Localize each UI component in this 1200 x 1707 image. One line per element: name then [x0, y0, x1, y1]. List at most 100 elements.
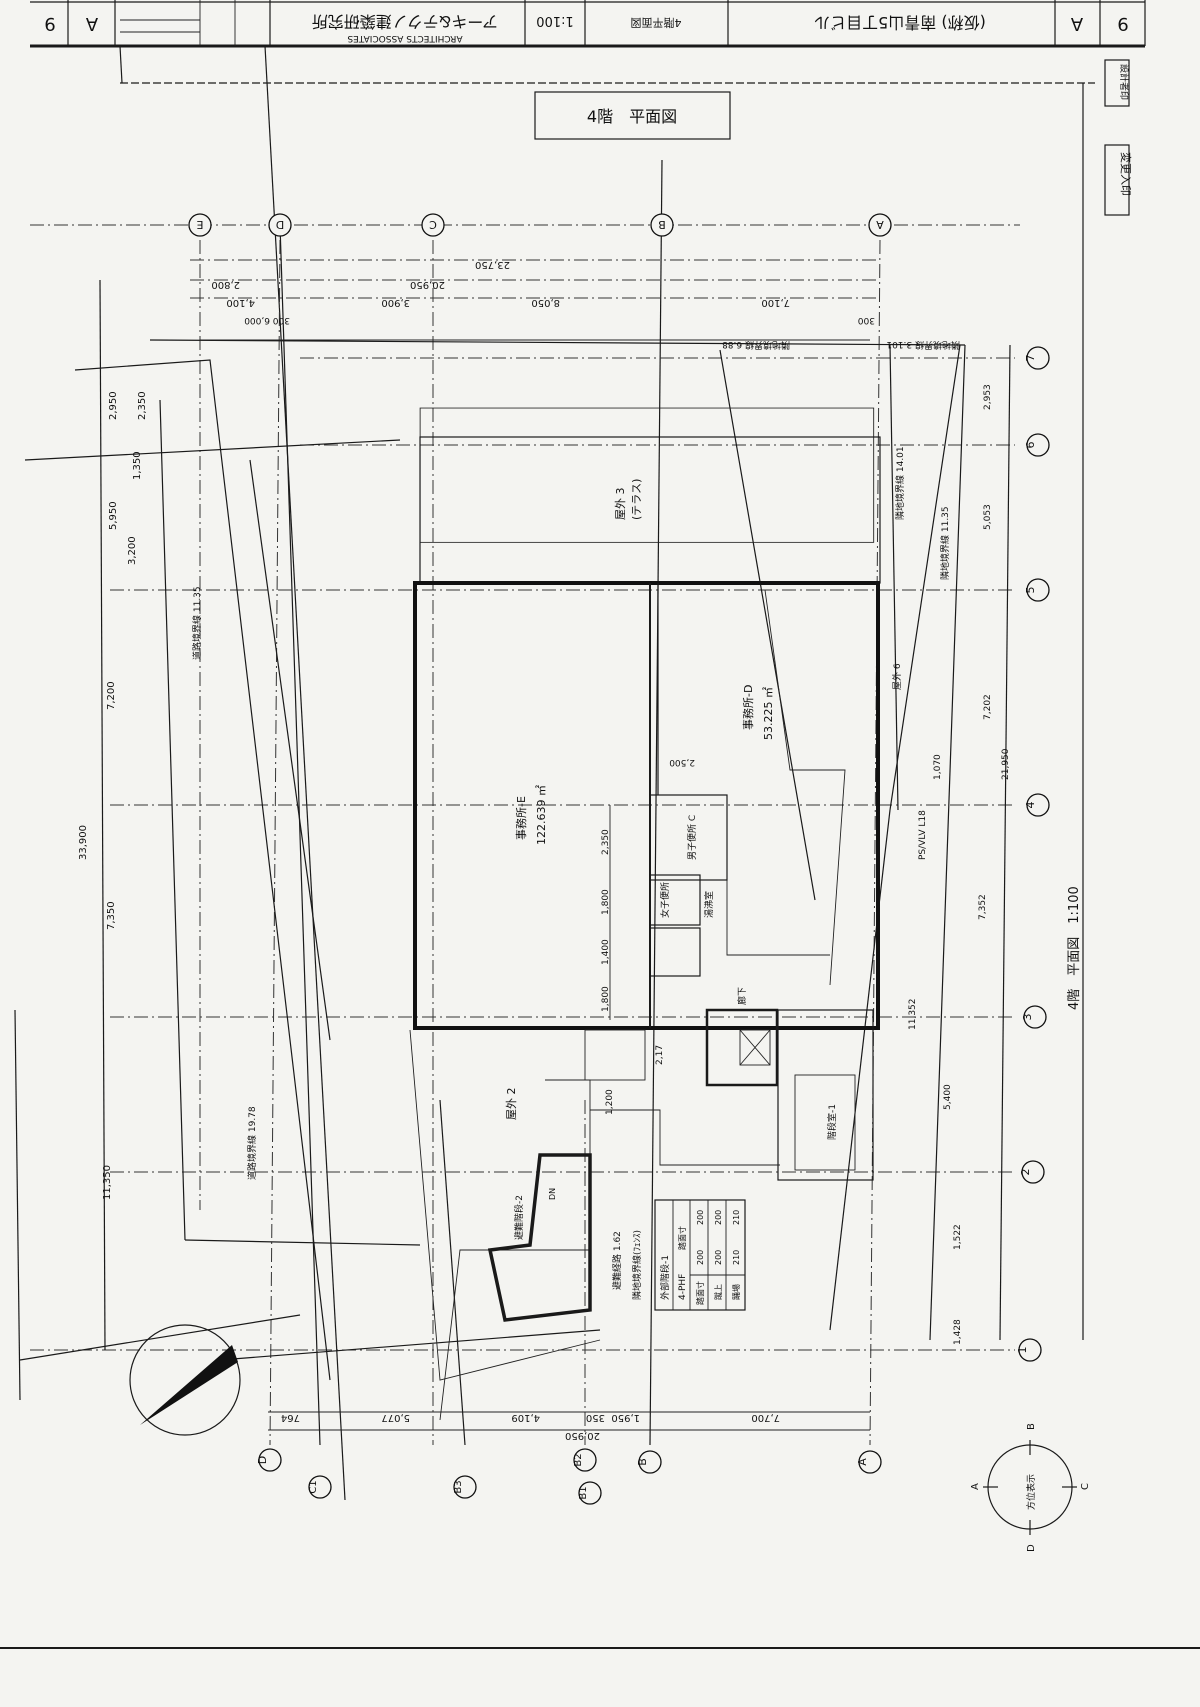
dim-label: 4,109 — [511, 1412, 540, 1423]
dim-label: 21,950 — [1001, 748, 1011, 780]
stair-schedule-table: 外部階段-1 4-PHF 踏面寸 踏面寸 200 200 蹴上 200 200 … — [654, 1199, 746, 1311]
womens-toilet-label: 女子便所 — [659, 882, 671, 918]
dim-label: 1,522 — [953, 1224, 963, 1250]
firm-name: アーキ&テクノ建築研究所 — [312, 12, 499, 31]
scale-label: 4階 平面図 1:100 — [1067, 886, 1082, 1010]
dim-label: 7,200 — [106, 681, 117, 710]
dim-label: 7,202 — [983, 694, 993, 720]
bottom-dimensions: 764 5,077 4,109 350 1,950 7,700 20,950 — [268, 1411, 870, 1441]
annotation: 避難経路 1.62 — [611, 1231, 623, 1290]
drawing-title: 4階 平面図 — [587, 107, 677, 126]
grid-label: B — [658, 218, 666, 231]
table-header: 4-PHF — [678, 1274, 688, 1300]
dim-label: 7,100 — [761, 297, 790, 308]
annotation: 隣地境界線 6.88 — [722, 339, 790, 351]
sheet-number: 9 — [44, 13, 55, 34]
designer-stamp-label: 設計者印 — [1118, 64, 1130, 100]
annotation: 道路境界線 11.35 — [191, 586, 203, 660]
annotation: PS/VLV L18 — [918, 810, 928, 860]
dim-label: 11,352 — [908, 999, 918, 1031]
dim-label: 3,200 — [127, 536, 138, 565]
sheet-number-right: 9 — [1117, 13, 1128, 34]
designer-stamp-box — [1104, 59, 1130, 107]
annotation: 隣地境界線 11.35 — [939, 506, 951, 580]
sheet-series: A — [85, 13, 98, 34]
drawing-name: 4階平面図 — [631, 16, 682, 30]
dim-label: 7,352 — [978, 894, 988, 920]
top-dimensions: 23,750 20,950 2,800 8,050 7,100 4,100 3,… — [190, 259, 880, 341]
site-boundary-lines — [14, 279, 1011, 1401]
down-label: DN — [548, 1188, 557, 1200]
dim-label: 20,950 — [565, 1430, 600, 1441]
dim-label: 23,750 — [475, 259, 510, 270]
dim-label: 2,953 — [983, 384, 993, 410]
grid-label: 2 — [1019, 1169, 1032, 1176]
direction-label: D — [1026, 1544, 1037, 1552]
top-grid-bubbles: E D C B A — [188, 213, 892, 237]
change-stamp-label: 変更入印 — [1119, 152, 1133, 196]
outdoor-2-label: 屋外 2 — [505, 1088, 518, 1121]
grid-label: B3 — [453, 1480, 464, 1493]
office-e-name: 事務所-E — [514, 796, 528, 840]
annotation: 隣地境界線 14.01 — [894, 446, 906, 520]
dim-label: 300 — [858, 315, 875, 325]
dim-label: 1,950 — [611, 1412, 640, 1423]
dim-label: 20,950 — [410, 279, 445, 290]
grid-label: B — [636, 1458, 649, 1466]
dim-label: 33,900 — [78, 825, 89, 860]
dim-label: 5,400 — [943, 1084, 953, 1110]
right-dimensions: 2,953 5,053 7,202 21,950 1,070 7,352 11,… — [908, 384, 1011, 1345]
dim-label: 7,700 — [751, 1412, 780, 1423]
mens-toilet-label: 男子便所 C — [686, 815, 698, 860]
office-d-area: 53.225 ㎡ — [762, 687, 775, 740]
table-cell: 200 — [696, 1210, 705, 1225]
terrace-sub-label: (テラス) — [630, 479, 643, 520]
change-stamp-box — [1104, 144, 1130, 216]
dim-label: 5,053 — [983, 504, 993, 530]
grid-label: D — [276, 218, 284, 231]
direction-label: C — [1080, 1483, 1091, 1490]
grid-label: A — [856, 1458, 869, 1466]
direction-label: A — [970, 1483, 981, 1490]
dim-label: 2,350 — [137, 391, 148, 420]
grid-label: 1 — [1016, 1347, 1029, 1354]
sheet-series-right: A — [1070, 13, 1083, 34]
interior-dim: 1,800 — [601, 986, 611, 1012]
grid-label: 4 — [1024, 802, 1037, 809]
dim-label: 11,350 — [102, 1165, 113, 1200]
annotation: 道路境界線 19.78 — [246, 1106, 258, 1180]
direction-title: 方位表示 — [1025, 1474, 1037, 1510]
outdoor-6-label: 屋外 6 — [891, 663, 903, 690]
row-grid-lines — [30, 357, 1015, 1351]
table-cell: 210 — [732, 1250, 741, 1265]
dim-label: 7,350 — [106, 901, 117, 930]
dim-label: 1,070 — [933, 754, 943, 780]
grid-label: D — [256, 1456, 269, 1464]
dim-label: 4,100 — [226, 297, 255, 308]
interior-dim: 2,500 — [669, 757, 695, 767]
dim-label: 5,950 — [108, 501, 119, 530]
row-grid-bubbles: 7 6 5 4 3 2 1 — [1016, 346, 1050, 1362]
dim-label: 1,428 — [953, 1319, 963, 1345]
dim-label: 2,950 — [108, 391, 119, 420]
table-header: 踏面寸 — [677, 1226, 687, 1250]
title-block: 9 A アーキ&テクノ建築研究所 ARCHITECTS ASSOCIATES 1… — [30, 0, 1146, 48]
table-cell: 210 — [732, 1210, 741, 1225]
table-cell: 蹴上 — [713, 1284, 723, 1300]
interior-dim: 2,17 — [655, 1045, 665, 1065]
terrace-label: 屋外 3 — [614, 488, 627, 521]
corridor-label: 廊下 — [736, 987, 748, 1005]
office-block: 事務所-E 122.639 ㎡ 事務所-D 53.225 ㎡ 男子便所 C 女子… — [413, 581, 903, 1030]
dim-label: 3,900 — [381, 297, 410, 308]
stair-2-label: 避難階段-2 — [513, 1195, 525, 1240]
grid-label: 3 — [1021, 1014, 1034, 1021]
bottom-grid-bubbles: D C1 B3 B2 B1 B A — [256, 1448, 882, 1505]
table-cell: 200 — [714, 1250, 723, 1265]
stair-1-label: 階段室-1 — [826, 1104, 838, 1140]
grid-label: 6 — [1024, 442, 1037, 449]
firm-name-en: ARCHITECTS ASSOCIATES — [347, 33, 462, 43]
table-cell: 踏面寸 — [695, 1281, 705, 1305]
grid-label: 5 — [1024, 587, 1037, 594]
annotation: 隣地境界線(ﾌｪﾝｽ) — [631, 1230, 643, 1300]
